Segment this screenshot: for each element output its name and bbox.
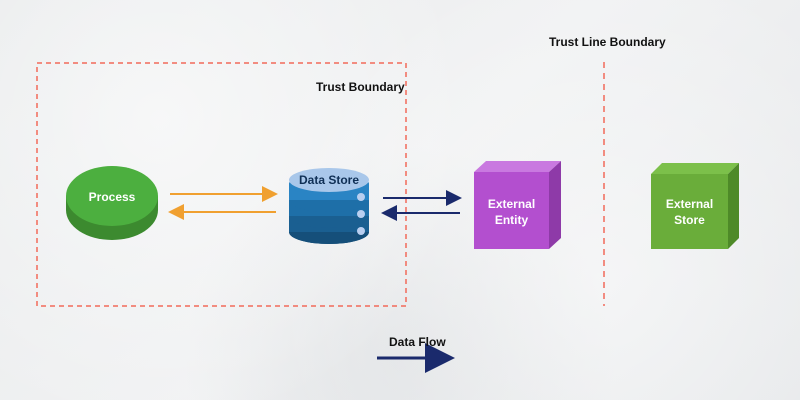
external-entity-label-line1: External [487,197,536,211]
external-store-node [651,163,739,249]
data-store-label: Data Store [298,173,360,187]
trust-boundary-box [36,62,407,307]
process-label: Process [88,190,136,204]
indicator-dot [357,227,365,235]
external-store-label-line2: Store [674,213,705,227]
trust-line-boundary-label: Trust Line Boundary [549,35,666,49]
trust-boundary-label: Trust Boundary [316,80,405,94]
external-entity-label: External Entity [474,196,549,228]
indicator-dot [357,210,365,218]
external-entity-node [474,161,561,249]
process-node [66,166,158,240]
external-store-label-line1: External [665,197,714,211]
data-store-node [289,168,369,244]
external-store-label: External Store [651,196,728,228]
external-entity-label-line2: Entity [494,213,529,227]
data-flow-legend-label: Data Flow [389,335,446,349]
indicator-dot [357,193,365,201]
